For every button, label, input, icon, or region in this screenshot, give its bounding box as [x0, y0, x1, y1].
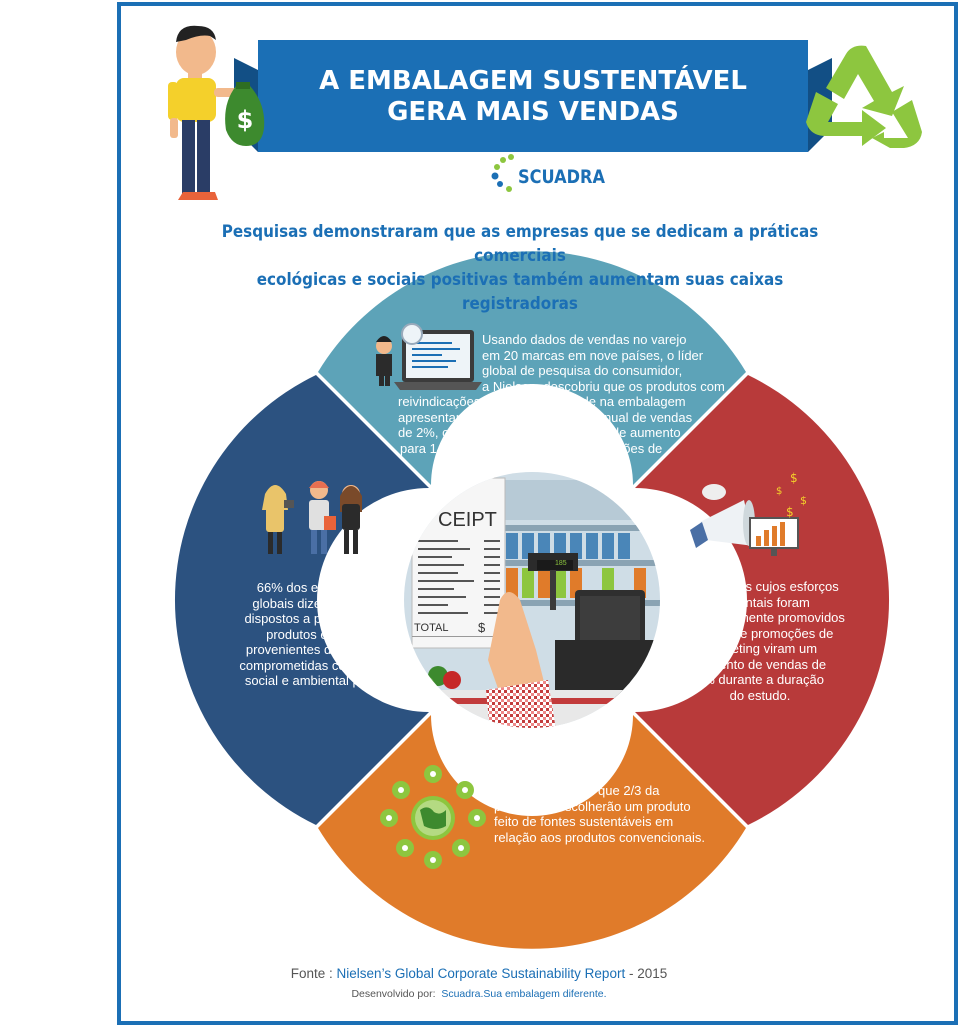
svg-text:$: $: [800, 494, 807, 507]
top-text-line: Usando dados de vendas no varejo: [482, 332, 687, 347]
left-text-line: 66% dos entrevistados: [256, 580, 389, 595]
top-segment-text: Usando dados de vendas no varejo em 20 m…: [398, 332, 725, 472]
right-text-line: Os produtos cujos esforços: [681, 579, 839, 594]
footer-source: Fonte : Nielsen’s Global Corporate Susta…: [0, 966, 958, 981]
top-text-line: reivindicações de sustentabilidade na em…: [398, 394, 686, 409]
left-text-line: social e ambiental positivo.: [244, 673, 401, 688]
left-segment-text: 66% dos entrevistados globais dizem que …: [230, 580, 415, 689]
title-banner: [234, 40, 832, 152]
footer-credit: Desenvolvido por: Scuadra.Sua embalagem …: [0, 988, 958, 1000]
page-title-line1: A EMBALAGEM SUSTENTÁVEL: [319, 66, 747, 96]
businessman-laptop-icon: [376, 323, 482, 390]
right-segment-text: Os produtos cujos esforços ambientais fo…: [660, 579, 860, 703]
man-with-money-bag-icon: $: [168, 25, 265, 200]
receipt-header: CEIPT: [438, 509, 497, 531]
footer-dev-label: Desenvolvido por:: [351, 988, 436, 1000]
register-display: 185: [555, 560, 567, 567]
left-text-line: dispostos a pagar mais por: [244, 611, 401, 626]
svg-text:$: $: [237, 106, 254, 134]
left-text-line: produtos e serviços: [266, 626, 379, 642]
footer-source-label: Fonte :: [290, 966, 333, 981]
scuadra-logo-icon: [491, 154, 514, 192]
right-text-line: simultaneamente promovidos: [675, 610, 845, 625]
top-text-line: para 14 outras marcas sem reivindicações…: [400, 440, 663, 456]
footer-dev-link[interactable]: Scuadra.Sua embalagem diferente.: [441, 988, 607, 1000]
right-text-line: através de promoções de: [686, 625, 834, 641]
receipt-total-currency: $: [478, 620, 486, 635]
receipt-total-label: TOTAL: [414, 622, 449, 634]
subtitle-line1: Pesquisas demonstraram que as empresas q…: [221, 222, 819, 265]
top-text-line: de 2%, comparado a um 1 por cento de aum…: [398, 425, 681, 440]
right-text-line: ambientais foram: [710, 594, 810, 610]
left-text-line: provenientes de empresas: [245, 642, 400, 657]
scuadra-logo-text: SCUADRA: [518, 166, 605, 188]
bottom-segment-text: Eles descobriram que 2/3 da população es…: [494, 783, 734, 845]
ring-segment-right: [635, 375, 890, 825]
left-text-line: globais dizem que estão: [252, 595, 393, 611]
footer-source-year: - 2015: [628, 966, 668, 981]
page-title: A EMBALAGEM SUSTENTÁVEL GERA MAIS VENDAS: [258, 40, 808, 154]
eco-globe-icon: [380, 765, 486, 869]
right-text-line: marketing viram um: [702, 641, 818, 656]
right-text-line: aumento de vendas de: [693, 656, 827, 672]
bottom-text-line: população escolherão um produto: [494, 798, 691, 814]
bottom-text-line: relação aos produtos convencionais.: [494, 829, 706, 845]
ring-segment-top: [318, 251, 746, 485]
left-text-line: comprometidas com impacto: [239, 657, 406, 673]
subtitle: Pesquisas demonstraram que as empresas q…: [198, 220, 842, 316]
recycle-icon: [806, 45, 922, 148]
svg-text:$: $: [776, 486, 782, 497]
top-text-line: a Nielsen, descobriu que os produtos com: [482, 378, 725, 394]
top-text-line: em 20 marcas em nove países, o líder: [482, 347, 704, 363]
top-text-line: apresentaram um aumento médio anual de v…: [398, 409, 693, 425]
top-text-line: sustentabilidade.: [482, 456, 580, 471]
footer-source-link[interactable]: Nielsen’s Global Corporate Sustainabilit…: [336, 966, 626, 981]
page-title-line2: GERA MAIS VENDAS: [387, 97, 679, 127]
megaphone-chart-icon: $ $ $ $: [690, 471, 807, 556]
top-text-line: global de pesquisa do consumidor,: [482, 363, 683, 378]
right-text-line: 5% durante a duração: [696, 672, 824, 687]
shoppers-icon: [262, 481, 362, 554]
svg-text:$: $: [786, 505, 794, 519]
ring-segment-left: [174, 375, 429, 825]
receipt: [411, 477, 506, 649]
right-text-line: do estudo.: [729, 687, 791, 703]
bottom-text-line: feito de fontes sustentáveis em: [494, 814, 674, 829]
svg-text:$: $: [790, 471, 798, 485]
bottom-text-line: Eles descobriram que 2/3 da: [494, 783, 660, 798]
subtitle-line2: ecológicas e sociais positivas também au…: [256, 270, 784, 313]
